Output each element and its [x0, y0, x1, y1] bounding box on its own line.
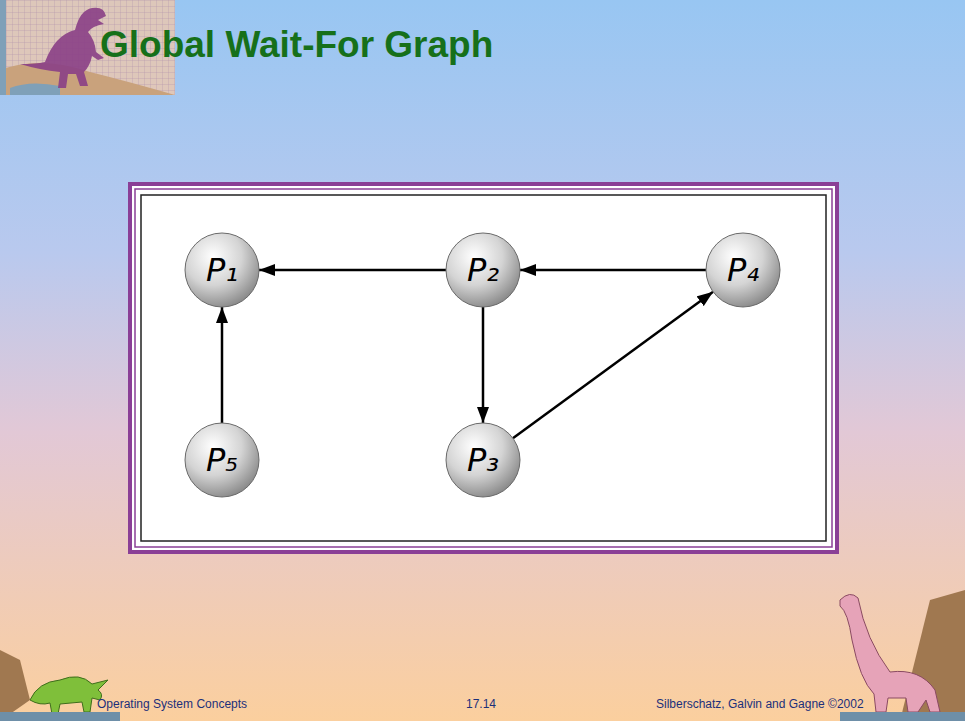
footer-text: Operating System Concepts [97, 697, 247, 711]
process-label: P₄ [727, 254, 759, 286]
process-circle: P₃ [445, 422, 521, 498]
process-circle: P₅ [184, 422, 260, 498]
process-label: P₁ [206, 254, 238, 286]
wait-for-arrow [520, 269, 706, 272]
process-label: P₃ [467, 444, 499, 476]
process-label: P₅ [206, 444, 238, 476]
process-circle: P₁ [184, 232, 260, 308]
process-label: P₂ [467, 254, 499, 286]
wait-for-arrow [221, 307, 224, 423]
wait-for-arrow [259, 269, 446, 272]
footer-text: Silberschatz, Galvin and Gagne ©2002 [656, 697, 864, 711]
wait-for-arrow [482, 307, 485, 423]
footer-text: 17.14 [466, 697, 496, 711]
slide-title: Global Wait-For Graph [100, 24, 493, 66]
process-circle: P₂ [445, 232, 521, 308]
wait-for-arrow [513, 292, 713, 438]
graph-frame [128, 182, 839, 554]
process-circle: P₄ [705, 232, 781, 308]
